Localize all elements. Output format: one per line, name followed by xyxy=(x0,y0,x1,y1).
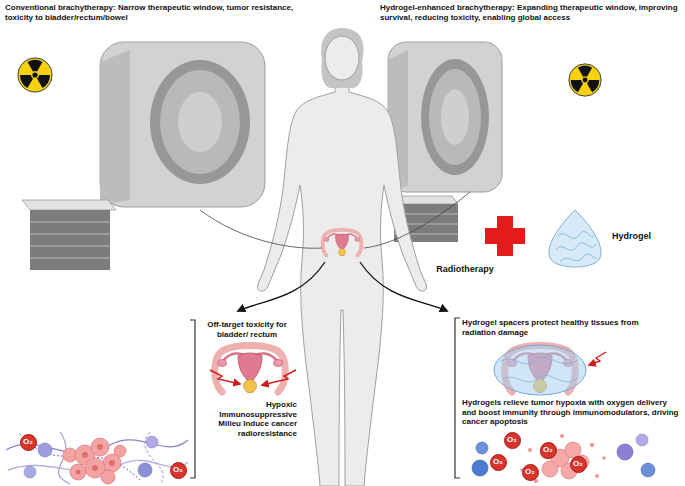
oxygen-label: O₂ xyxy=(573,460,583,468)
left-linac-part xyxy=(22,200,116,210)
oxygen-label: O₂ xyxy=(493,458,503,466)
hypoxic-tumor-illustration-part xyxy=(38,443,52,457)
leader-line-part xyxy=(364,192,470,248)
hypoxic-tumor-illustration-part xyxy=(97,444,103,450)
apoptosis-illustration-part xyxy=(472,460,488,476)
left-linac xyxy=(22,42,265,270)
hypoxic-tumor-illustration-part xyxy=(103,454,121,472)
hydrogel-spacer-illustration-part xyxy=(589,352,606,365)
hydrogel-icon-part xyxy=(549,210,601,267)
left-linac-part xyxy=(150,60,250,184)
radiation-symbol-part xyxy=(569,64,601,96)
apoptosis-illustration-part xyxy=(641,463,655,477)
bracket-part xyxy=(455,318,460,478)
toxicity-illustration-part xyxy=(262,370,296,385)
panel-caption: Off-target toxicity for bladder/ rectum xyxy=(199,320,295,339)
hydrogel-spacer-illustration-part xyxy=(500,357,578,364)
oxygen-bubble: O₂ xyxy=(540,442,557,459)
oxygen-bubble: O₂ xyxy=(522,464,539,481)
toxicity-illustration-part xyxy=(210,370,240,384)
right-linac-part xyxy=(421,59,489,175)
toxicity-illustration-part xyxy=(215,346,286,393)
pointer-arrow-part xyxy=(360,262,447,311)
icon-label: Radiotherapy xyxy=(420,264,510,275)
oxygen-label: O₂ xyxy=(507,436,517,444)
red-cross-part xyxy=(485,228,525,244)
hypoxic-tumor-illustration-part xyxy=(70,464,86,480)
hypoxic-tumor-illustration-part xyxy=(146,436,158,448)
hypoxic-tumor-illustration-part xyxy=(101,470,115,484)
apoptosis-illustration-part xyxy=(528,448,532,452)
oxygen-label: O₂ xyxy=(525,468,535,476)
left-linac-part xyxy=(30,245,110,247)
left-linac-part xyxy=(160,70,240,174)
oxygen-label: O₂ xyxy=(23,438,33,446)
apoptosis-illustration xyxy=(472,434,655,483)
panel-caption: Hydrogel spacers protect healthy tissues… xyxy=(462,318,642,337)
panel-caption: Hypoxic Immunosuppressive Milieu Induce … xyxy=(199,400,297,438)
right-linac-part xyxy=(388,42,502,192)
hypoxic-tumor-illustration-part xyxy=(138,463,152,477)
pointer-arrow-part xyxy=(238,262,325,311)
bracket xyxy=(190,318,460,478)
leader-line-part xyxy=(200,210,322,248)
apoptosis-illustration-part xyxy=(590,443,594,447)
right-linac-part xyxy=(441,89,469,145)
oxygen-label: O₂ xyxy=(173,466,183,474)
patient-figure-part xyxy=(325,36,359,80)
hydrogel-icon xyxy=(549,210,601,267)
right-linac-part xyxy=(429,69,481,165)
icon-label: Hydrogel xyxy=(612,231,674,242)
patient-figure-part xyxy=(323,230,362,256)
toxicity-illustration xyxy=(210,346,296,393)
oxygen-bubble: O₂ xyxy=(490,454,507,471)
hypoxic-tumor-illustration-part xyxy=(92,465,98,471)
hypoxic-tumor-illustration-part xyxy=(76,470,81,475)
apoptosis-illustration-part xyxy=(617,444,633,460)
radiation-symbol-part xyxy=(18,58,52,92)
hypoxic-tumor-illustration-part xyxy=(82,452,88,458)
red-cross xyxy=(485,216,525,256)
left-linac-part xyxy=(100,42,265,207)
hydrogel-icon-part xyxy=(558,231,594,238)
hypoxic-tumor-illustration-part xyxy=(109,460,115,466)
oxygen-label: O₂ xyxy=(543,446,553,454)
hydrogel-icon-part xyxy=(556,243,596,250)
oxygen-bubble: O₂ xyxy=(504,432,521,449)
patient-figure-part xyxy=(321,28,363,88)
oxygen-bubble: O₂ xyxy=(170,462,187,479)
left-linac-part xyxy=(30,257,110,259)
hydrogel-icon-part xyxy=(560,254,597,262)
leader-line xyxy=(200,192,470,248)
panel-heading: Conventional brachytherapy: Narrow thera… xyxy=(5,3,297,22)
left-linac-part xyxy=(30,210,110,270)
hydrogel-spacer-illustration-part xyxy=(502,375,578,382)
left-linac-part xyxy=(30,221,110,223)
oxygen-bubble: O₂ xyxy=(20,434,37,451)
left-linac-part xyxy=(178,92,222,152)
panel-heading: Hydrogel-enhanced brachytherapy: Expandi… xyxy=(380,3,680,22)
left-linac-part xyxy=(30,233,110,235)
apoptosis-illustration-part xyxy=(595,474,599,478)
apoptosis-illustration-part xyxy=(476,442,488,454)
hypoxic-tumor-illustration-part xyxy=(24,466,36,478)
hydrogel-spacer-illustration-part xyxy=(494,345,586,395)
bracket-part xyxy=(190,320,195,478)
hypoxic-tumor-illustration xyxy=(6,432,188,484)
panel-caption: Hydrogels relieve tumor hypoxia with oxy… xyxy=(462,398,680,427)
hypoxic-tumor-illustration-part xyxy=(91,438,109,456)
hydrogel-spacer-illustration xyxy=(494,345,606,395)
pointer-arrow xyxy=(238,262,447,311)
apoptosis-illustration-part xyxy=(560,434,564,438)
left-linac-part xyxy=(100,50,130,205)
oxygen-bubble: O₂ xyxy=(570,456,587,473)
apoptosis-illustration-part xyxy=(636,434,648,446)
apoptosis-illustration-part xyxy=(542,461,558,477)
hypoxic-tumor-illustration-part xyxy=(20,434,140,480)
apoptosis-illustration-part xyxy=(602,456,606,460)
